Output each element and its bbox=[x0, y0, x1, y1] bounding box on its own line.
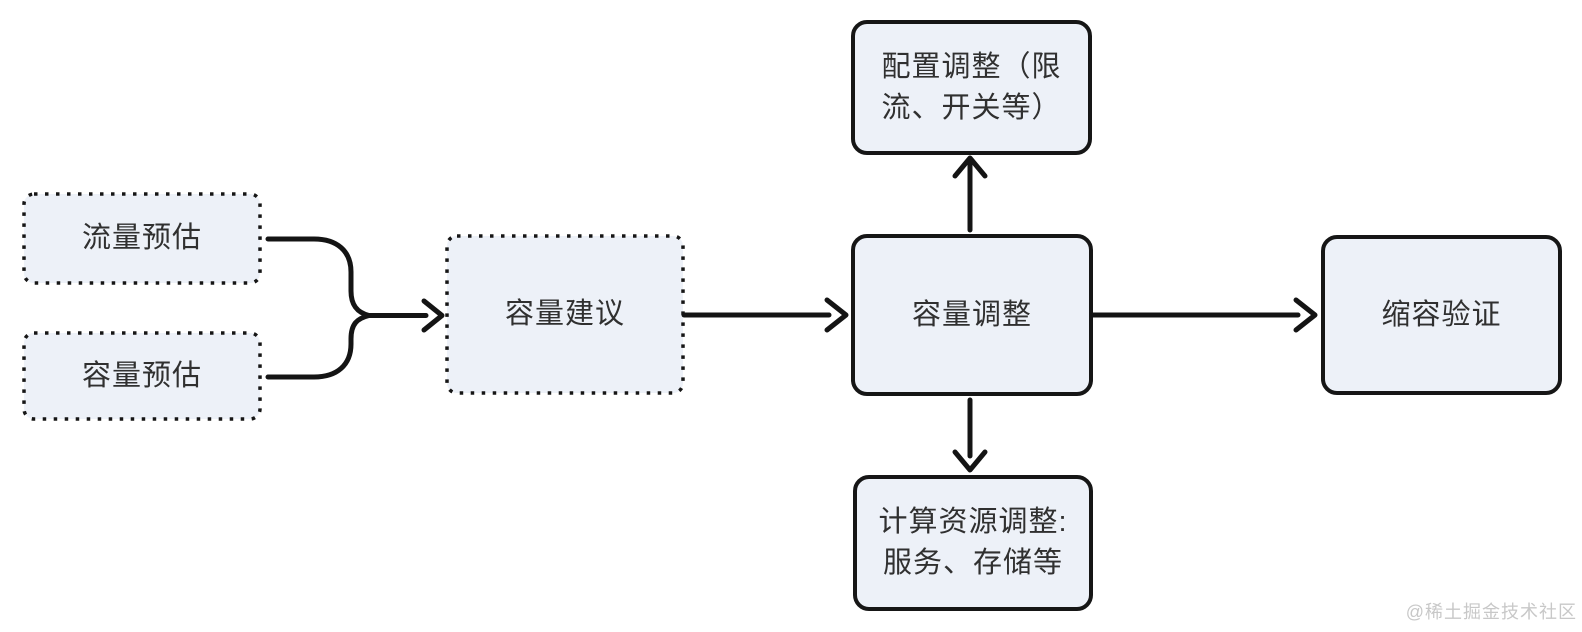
merge-brace-top-connector bbox=[265, 236, 372, 318]
capacity-suggestion-box bbox=[445, 234, 685, 395]
capacity-forecast-box bbox=[22, 331, 262, 421]
merge-brace-bottom-connector bbox=[265, 313, 372, 380]
adjustment-to-config-arrowhead bbox=[952, 155, 988, 179]
capacity-adjustment-box bbox=[851, 234, 1093, 396]
suggestion-to-adjustment-arrowhead bbox=[824, 297, 849, 333]
merge-to-suggestion-arrowhead bbox=[421, 298, 445, 333]
config-adjustment-box bbox=[851, 20, 1092, 155]
traffic-forecast-box bbox=[22, 192, 262, 285]
compute-resource-adjustment-box bbox=[853, 475, 1093, 611]
scale-down-verification-box bbox=[1321, 235, 1562, 395]
adjustment-to-verification-arrowhead bbox=[1293, 297, 1318, 333]
watermark-text: @稀土掘金技术社区 bbox=[1405, 602, 1577, 622]
adjustment-to-compute-arrowhead bbox=[952, 449, 988, 473]
